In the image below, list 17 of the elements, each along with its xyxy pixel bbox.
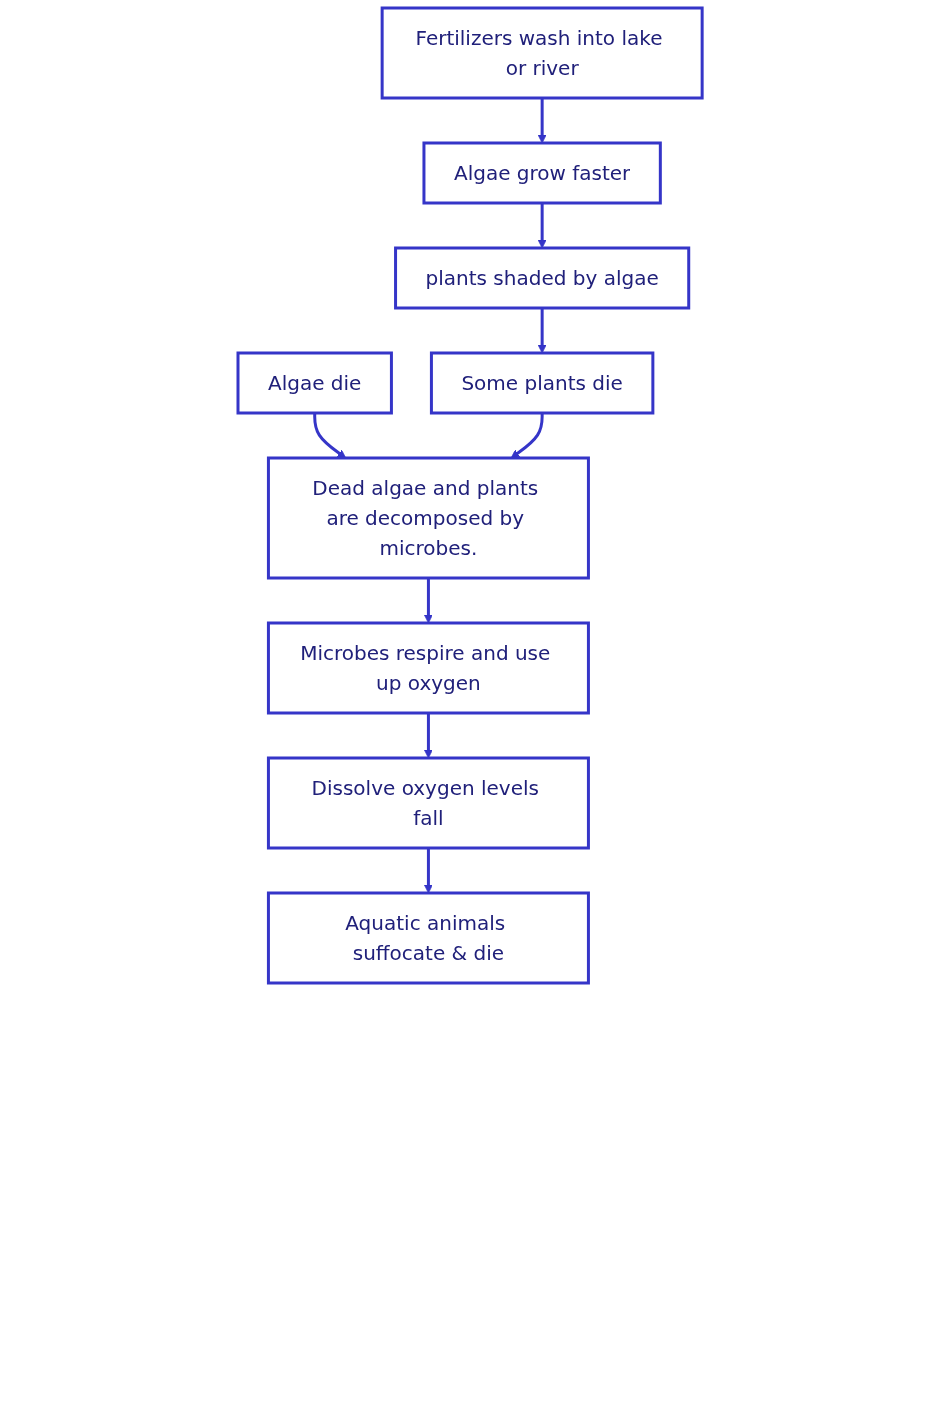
arrow [313,413,347,459]
arrow [423,713,433,759]
node-box: Algae grow faster [422,141,662,205]
arrow [537,203,547,249]
node-box: Dead algae and plants are decomposed by microbes. [266,456,590,580]
arrow [537,308,547,354]
node-box: Fertilizers wash into lake or river [380,6,704,100]
node-box: Dissolve oxygen levels fall [266,756,590,850]
node-box: Some plants die [429,351,655,415]
arrow [537,98,547,144]
node-box: Algae die [236,351,393,415]
node-box: Aquatic animals suffocate & die [266,891,590,985]
arrow [423,578,433,624]
arrow [423,848,433,894]
arrow [510,413,544,459]
node-box: plants shaded by algae [394,246,691,310]
node-box: Microbes respire and use up oxygen [266,621,590,715]
